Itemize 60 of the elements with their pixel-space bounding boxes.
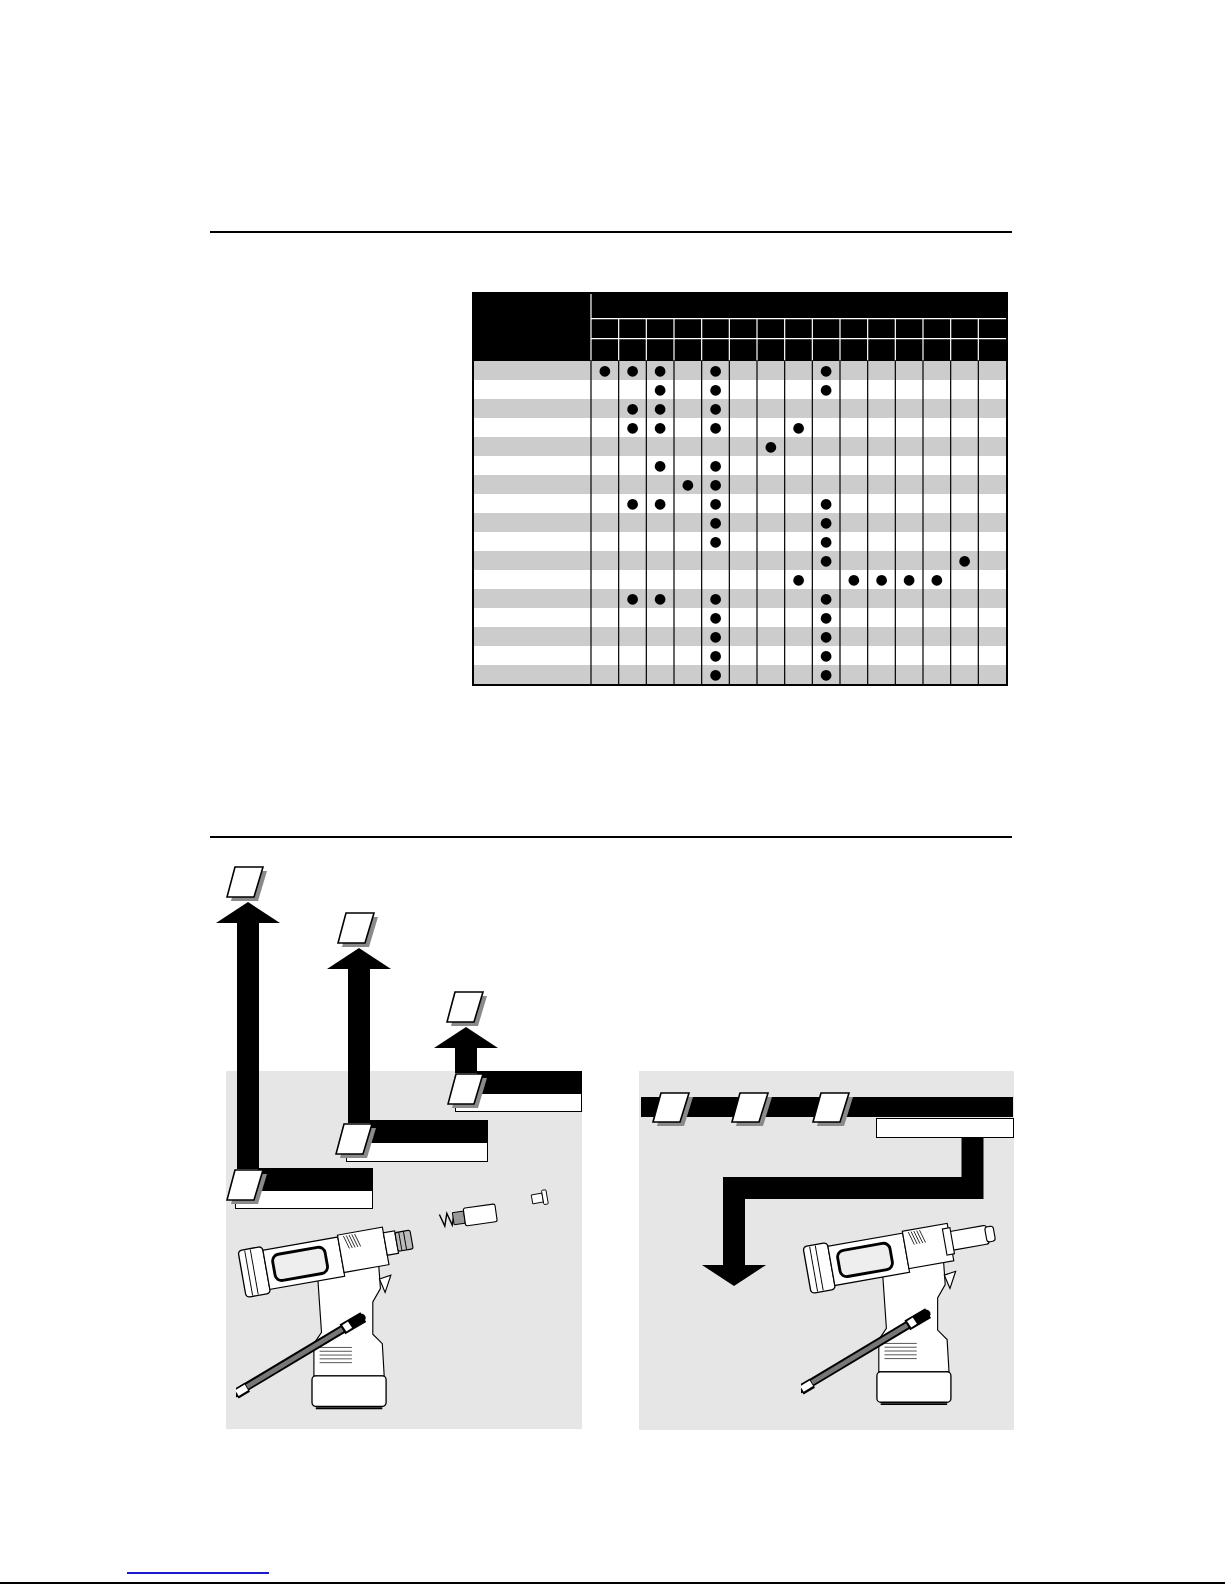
bullet-mark: ●	[681, 477, 694, 492]
label-box	[876, 1118, 1014, 1138]
bullet-mark: ●	[820, 610, 833, 625]
bullet-mark: ●	[709, 458, 722, 473]
bullet-mark: ●	[820, 515, 833, 530]
bullet-mark: ●	[820, 363, 833, 378]
bullet-mark: ●	[709, 591, 722, 606]
bullet-mark: ●	[654, 496, 667, 511]
bullet-mark: ●	[709, 610, 722, 625]
bullet-mark: ●	[820, 534, 833, 549]
bullet-mark: ●	[709, 629, 722, 644]
bullet-mark: ●	[709, 363, 722, 378]
bullet-mark: ●	[958, 553, 971, 568]
bullet-mark: ●	[820, 629, 833, 644]
bullet-mark: ●	[709, 401, 722, 416]
bullet-mark: ●	[654, 363, 667, 378]
bullet-mark: ●	[709, 648, 722, 663]
bullet-mark: ●	[820, 553, 833, 568]
bullet-mark: ●	[875, 572, 888, 587]
bullet-mark: ●	[792, 420, 805, 435]
bullet-mark: ●	[626, 591, 639, 606]
label-bar	[370, 1120, 488, 1142]
bullet-mark: ●	[626, 420, 639, 435]
block-arrow	[216, 902, 280, 1169]
bullet-mark: ●	[764, 439, 777, 454]
bullet-mark: ●	[709, 667, 722, 682]
bullet-mark: ●	[792, 572, 805, 587]
bullet-mark: ●	[654, 591, 667, 606]
bullet-mark: ●	[626, 496, 639, 511]
bullet-mark: ●	[654, 420, 667, 435]
bullet-mark: ●	[654, 382, 667, 397]
parallelogram-tag	[731, 1092, 772, 1127]
label-bar	[258, 1168, 373, 1190]
block-arrow	[327, 948, 391, 1123]
bullet-mark: ●	[709, 515, 722, 530]
parallelogram-tag	[226, 866, 267, 902]
bullet-mark: ●	[820, 648, 833, 663]
bullet-mark: ●	[847, 572, 860, 587]
label-bar	[477, 1071, 582, 1093]
bullet-mark: ●	[598, 363, 611, 378]
bullet-mark: ●	[709, 382, 722, 397]
bullet-mark: ●	[820, 667, 833, 682]
bullet-mark: ●	[654, 401, 667, 416]
parallelogram-tag	[446, 991, 487, 1027]
bullet-mark: ●	[820, 591, 833, 606]
block-arrow	[434, 1027, 498, 1073]
parallelogram-tag	[812, 1092, 853, 1127]
bullet-mark: ●	[820, 382, 833, 397]
bullet-mark: ●	[709, 420, 722, 435]
bullet-mark: ●	[709, 534, 722, 549]
bullet-mark: ●	[709, 496, 722, 511]
bullet-mark: ●	[820, 496, 833, 511]
parallelogram-tag	[337, 912, 378, 948]
bullet-mark: ●	[903, 572, 916, 587]
bullet-mark: ●	[626, 363, 639, 378]
bullet-mark: ●	[709, 477, 722, 492]
parallelogram-tag	[652, 1092, 693, 1127]
bullet-mark: ●	[626, 401, 639, 416]
bullet-mark: ●	[654, 458, 667, 473]
bullet-mark: ●	[930, 572, 943, 587]
